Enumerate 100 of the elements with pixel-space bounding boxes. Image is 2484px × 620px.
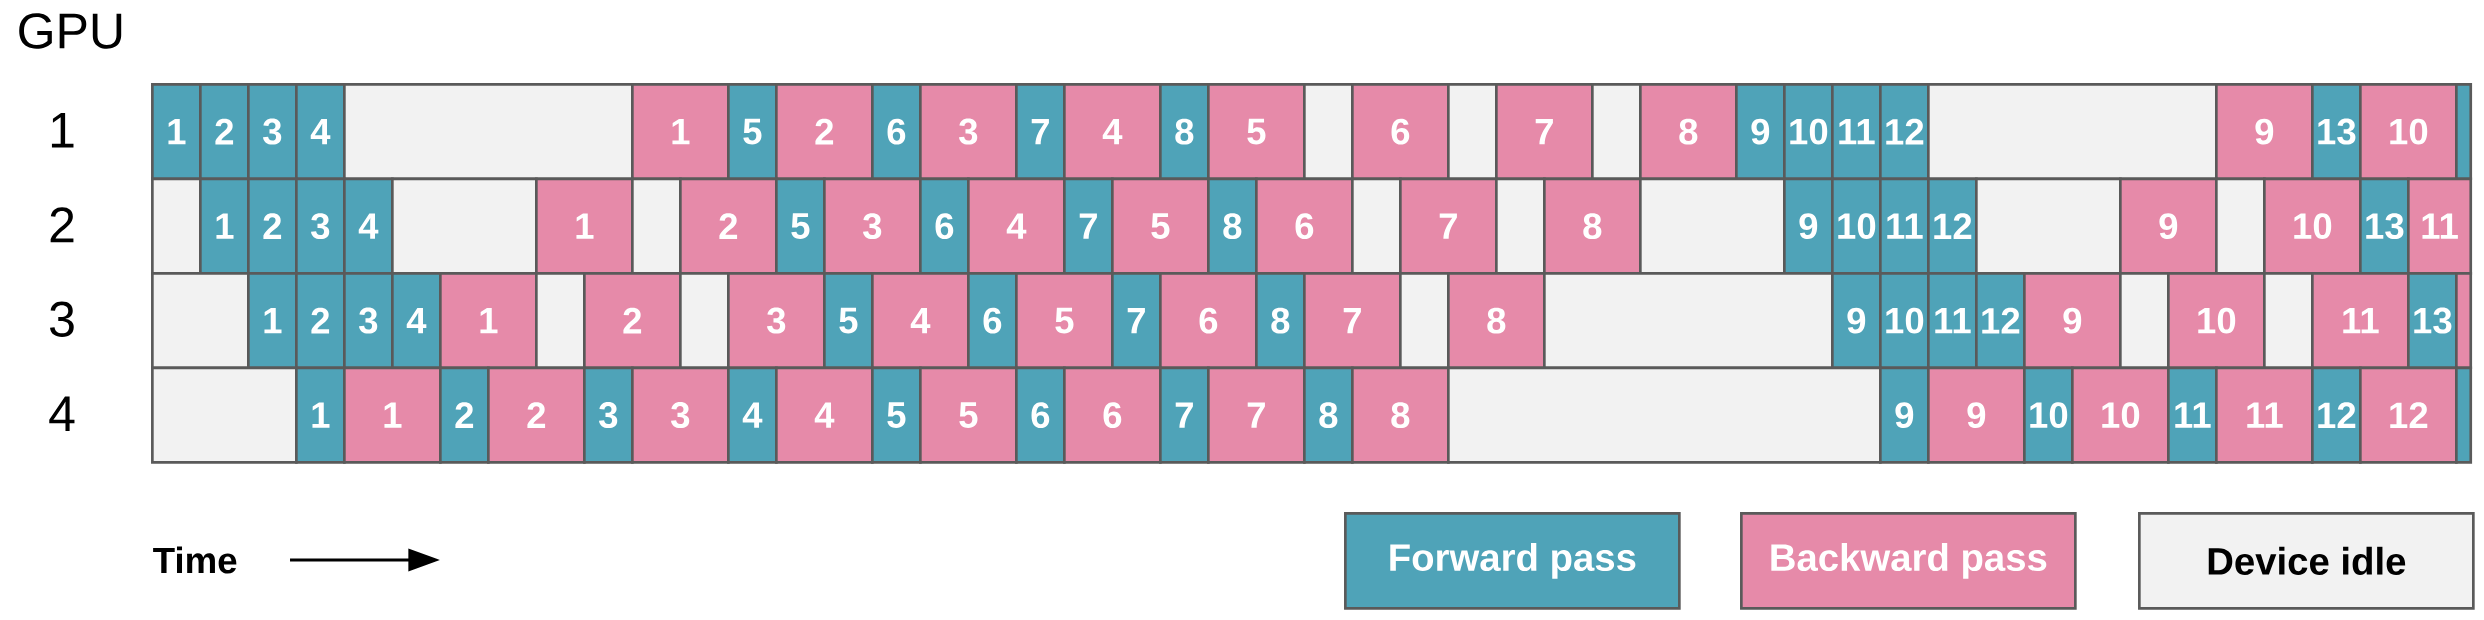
backward-pass-block: 9	[2119, 177, 2218, 275]
forward-pass-block: 10	[1831, 177, 1882, 275]
forward-pass-block: 7	[1159, 366, 1210, 464]
forward-pass-block: 8	[1303, 366, 1354, 464]
backward-pass-block: 9	[2215, 83, 2314, 181]
forward-pass-block: 6	[1015, 366, 1066, 464]
backward-pass-block: 12	[2359, 366, 2458, 464]
forward-pass-block: 4	[727, 366, 778, 464]
backward-pass-block: 1	[439, 272, 538, 370]
backward-pass-block: 5	[1207, 83, 1306, 181]
forward-pass-block: 11	[1879, 177, 1930, 275]
idle-block	[1303, 83, 1354, 181]
backward-pass-block	[2455, 272, 2473, 370]
backward-pass-block: 3	[727, 272, 826, 370]
idle-block	[2215, 177, 2266, 275]
forward-pass-block: 3	[343, 272, 394, 370]
forward-pass-block: 11	[1927, 272, 1978, 370]
backward-pass-block: 7	[1303, 272, 1402, 370]
row-label: 4	[49, 396, 75, 431]
backward-pass-block: 3	[919, 83, 1018, 181]
backward-pass-block: 1	[535, 177, 634, 275]
forward-pass-block: 13	[2407, 272, 2458, 370]
forward-pass-block: 1	[151, 83, 202, 181]
forward-pass-block: 1	[199, 177, 250, 275]
forward-pass-block: 4	[391, 272, 442, 370]
forward-pass-block: 5	[871, 366, 922, 464]
axis-title: GPU	[19, 13, 122, 49]
backward-pass-block: 2	[583, 272, 682, 370]
backward-pass-block: 8	[1351, 366, 1450, 464]
forward-pass-block: 2	[247, 177, 298, 275]
backward-pass-block: 10	[2071, 366, 2170, 464]
forward-pass-block: 8	[1255, 272, 1306, 370]
idle-block	[1543, 272, 1834, 370]
forward-pass-block: 10	[1783, 83, 1834, 181]
forward-pass-block	[2455, 366, 2473, 464]
backward-pass-block: 6	[1063, 366, 1162, 464]
row-label: 2	[50, 207, 74, 243]
idle-block	[391, 177, 538, 275]
backward-pass-block: 1	[343, 366, 442, 464]
idle-block	[151, 177, 202, 275]
idle-block	[1591, 83, 1642, 181]
legend-box: Device idle	[2138, 512, 2475, 610]
forward-pass-block: 3	[583, 366, 634, 464]
backward-pass-block: 3	[631, 366, 730, 464]
idle-block	[151, 272, 250, 370]
backward-pass-block: 10	[2167, 272, 2266, 370]
row-label: 3	[50, 301, 74, 337]
backward-pass-block: 8	[1447, 272, 1546, 370]
forward-pass-block: 9	[1735, 83, 1786, 181]
idle-block	[151, 366, 298, 464]
forward-pass-block: 12	[1879, 83, 1930, 181]
forward-pass-block: 4	[343, 177, 394, 275]
idle-block	[1351, 177, 1402, 275]
backward-pass-block: 4	[871, 272, 970, 370]
backward-pass-block: 5	[919, 366, 1018, 464]
axis-label: Time	[153, 546, 237, 574]
forward-pass-block: 5	[727, 83, 778, 181]
forward-pass-block: 13	[2311, 83, 2362, 181]
legend-box: Backward pass	[1740, 512, 2077, 610]
forward-pass-block: 6	[919, 177, 970, 275]
idle-block	[343, 83, 634, 181]
forward-pass-block: 12	[1927, 177, 1978, 275]
idle-block	[2263, 272, 2314, 370]
forward-pass-block	[2455, 83, 2473, 181]
idle-block	[631, 177, 682, 275]
idle-block	[1495, 177, 1546, 275]
forward-pass-block: 8	[1207, 177, 1258, 275]
forward-pass-block: 2	[295, 272, 346, 370]
forward-pass-block: 13	[2359, 177, 2410, 275]
backward-pass-block: 7	[1495, 83, 1594, 181]
idle-block	[1975, 177, 2122, 275]
idle-block	[679, 272, 730, 370]
forward-pass-block: 5	[775, 177, 826, 275]
idle-block	[1399, 272, 1450, 370]
idle-block	[1639, 177, 1786, 275]
forward-pass-block: 9	[1831, 272, 1882, 370]
backward-pass-block: 7	[1207, 366, 1306, 464]
forward-pass-block: 1	[247, 272, 298, 370]
idle-block	[2119, 272, 2170, 370]
forward-pass-block: 2	[199, 83, 250, 181]
forward-pass-block: 7	[1111, 272, 1162, 370]
backward-pass-block: 5	[1111, 177, 1210, 275]
backward-pass-block: 11	[2407, 177, 2473, 275]
forward-pass-block: 3	[295, 177, 346, 275]
forward-pass-block: 7	[1015, 83, 1066, 181]
backward-pass-block: 8	[1543, 177, 1642, 275]
backward-pass-block: 9	[2023, 272, 2122, 370]
forward-pass-block: 9	[1783, 177, 1834, 275]
idle-block	[1927, 83, 2218, 181]
forward-pass-block: 9	[1879, 366, 1930, 464]
forward-pass-block: 12	[2311, 366, 2362, 464]
idle-block	[1447, 366, 1882, 464]
forward-pass-block: 6	[871, 83, 922, 181]
forward-pass-block: 11	[1831, 83, 1882, 181]
forward-pass-block: 4	[295, 83, 346, 181]
backward-pass-block: 1	[631, 83, 730, 181]
backward-pass-block: 11	[2311, 272, 2410, 370]
backward-pass-block: 10	[2359, 83, 2458, 181]
backward-pass-block: 7	[1399, 177, 1498, 275]
backward-pass-block: 2	[775, 83, 874, 181]
